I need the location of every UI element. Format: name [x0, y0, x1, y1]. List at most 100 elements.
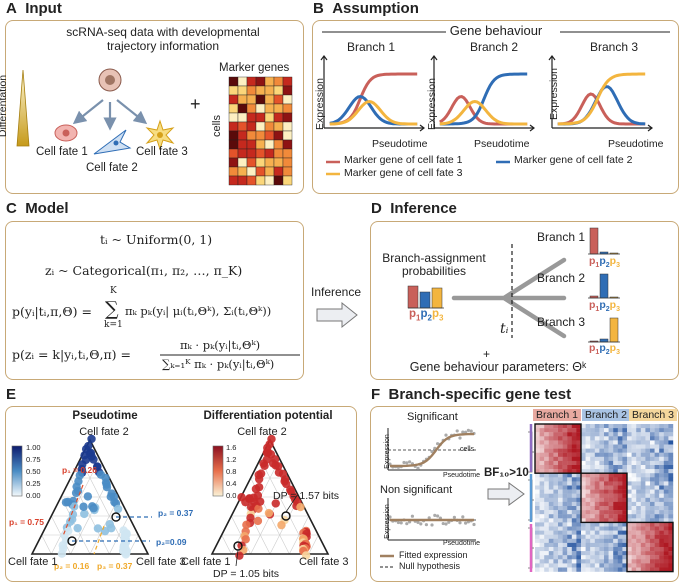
heat-cell [663, 510, 669, 515]
heat-cell [654, 518, 660, 523]
heat-cell [636, 538, 641, 544]
heat-cell [562, 555, 568, 560]
heat-cell [535, 460, 540, 466]
heat-cell [571, 456, 577, 462]
heat-cell [558, 440, 563, 445]
heat-cell [539, 506, 545, 511]
heat-cell [668, 559, 674, 564]
cell-point [264, 508, 274, 518]
ylabel-1: Expression [313, 78, 326, 130]
heat-cell [594, 440, 600, 445]
heat-cell [567, 510, 572, 515]
heat-cell [562, 501, 568, 507]
panel-e-title: E [6, 386, 17, 403]
heat-cell [668, 547, 674, 552]
heat-cell [654, 432, 660, 437]
heat-cell [539, 456, 545, 462]
heatmap-cell [246, 139, 257, 150]
heat-cell [631, 555, 637, 560]
heat-cell [576, 522, 582, 527]
heat-cell [668, 432, 674, 437]
heat-cell [571, 563, 577, 568]
ylabel-3: Expression [547, 68, 560, 120]
heat-cell [571, 477, 577, 482]
heat-cell [571, 440, 577, 445]
p-labels-branch-2: p1p2p3 [589, 299, 620, 314]
cell-dot [410, 514, 414, 518]
heat-cell [544, 481, 549, 486]
differentiation-triangle [16, 69, 30, 147]
heat-cell [627, 526, 632, 531]
xlabel-3: Pseudotime [608, 138, 664, 150]
heatmap-cell [255, 166, 266, 177]
heat-cell [585, 501, 591, 507]
heat-cell [581, 518, 586, 523]
heat-cell [659, 469, 664, 474]
heat-cell [590, 452, 595, 457]
heat-cell [544, 559, 549, 564]
heat-cell [663, 489, 669, 494]
heat-cell [548, 555, 554, 560]
heat-cell [599, 501, 605, 507]
heat-cell [539, 547, 545, 552]
gene-behaviour-params: Gene behaviour parameters: Θᵏ [409, 360, 587, 374]
heat-cell [604, 514, 609, 519]
heat-cell [636, 481, 641, 486]
heat-cell [663, 477, 669, 482]
heat-cell [617, 559, 623, 564]
heat-cell [585, 506, 591, 511]
heat-cell [654, 542, 660, 548]
heat-cell [544, 485, 549, 490]
heat-cell [581, 510, 586, 515]
p-labels-branch-1: p1p2p3 [589, 255, 620, 270]
heat-cell [622, 473, 628, 478]
heatmap-cell [264, 103, 275, 114]
heat-cell [585, 452, 591, 457]
heat-cell [622, 567, 628, 572]
bf-threshold: BF₁₀>10 [484, 467, 529, 479]
cell-point [113, 504, 123, 514]
branch-specific-heatmap [528, 423, 674, 573]
heat-cell [627, 493, 632, 498]
heat-cell [663, 424, 669, 429]
heat-cell [590, 481, 595, 486]
heat-cell [585, 432, 591, 437]
heat-cell [622, 497, 628, 503]
heat-cell [590, 514, 595, 519]
heat-cell [571, 510, 577, 515]
eq3-lhs: p(yᵢ|tᵢ,π,Θ) = [12, 304, 92, 319]
heat-cell [654, 448, 660, 453]
heat-cell [659, 518, 664, 523]
heat-cell [562, 526, 568, 531]
heat-cell [585, 460, 591, 466]
heat-cell [640, 497, 646, 503]
heat-cell [631, 506, 637, 511]
heat-cell [562, 485, 568, 490]
heat-cell [617, 551, 623, 556]
heat-cell [567, 456, 572, 462]
gene-behaviour-title: Gene behaviour [449, 23, 543, 38]
heat-cell [544, 538, 549, 544]
heat-cell [544, 530, 549, 535]
heat-cell [640, 477, 646, 482]
heat-cell [627, 465, 632, 470]
heat-cell [548, 501, 554, 507]
heat-cell [636, 510, 641, 515]
heat-cell [613, 497, 618, 503]
cbar-left-tick-050: 0.50 [26, 467, 41, 476]
heat-cell [599, 555, 605, 560]
heat-cell [590, 428, 595, 433]
assignment-probability-bars [407, 285, 444, 309]
heat-cell [636, 452, 641, 457]
heat-cell [622, 452, 628, 457]
heat-cell [645, 514, 651, 519]
heat-cell [548, 489, 554, 494]
heatmap-cell [237, 130, 248, 141]
heat-cell [599, 432, 605, 437]
heat-cell [659, 489, 664, 494]
heat-cell [650, 477, 655, 482]
heat-cell [548, 432, 554, 437]
heat-cell [539, 510, 545, 515]
heat-cell [608, 440, 614, 445]
heat-cell [604, 460, 609, 466]
